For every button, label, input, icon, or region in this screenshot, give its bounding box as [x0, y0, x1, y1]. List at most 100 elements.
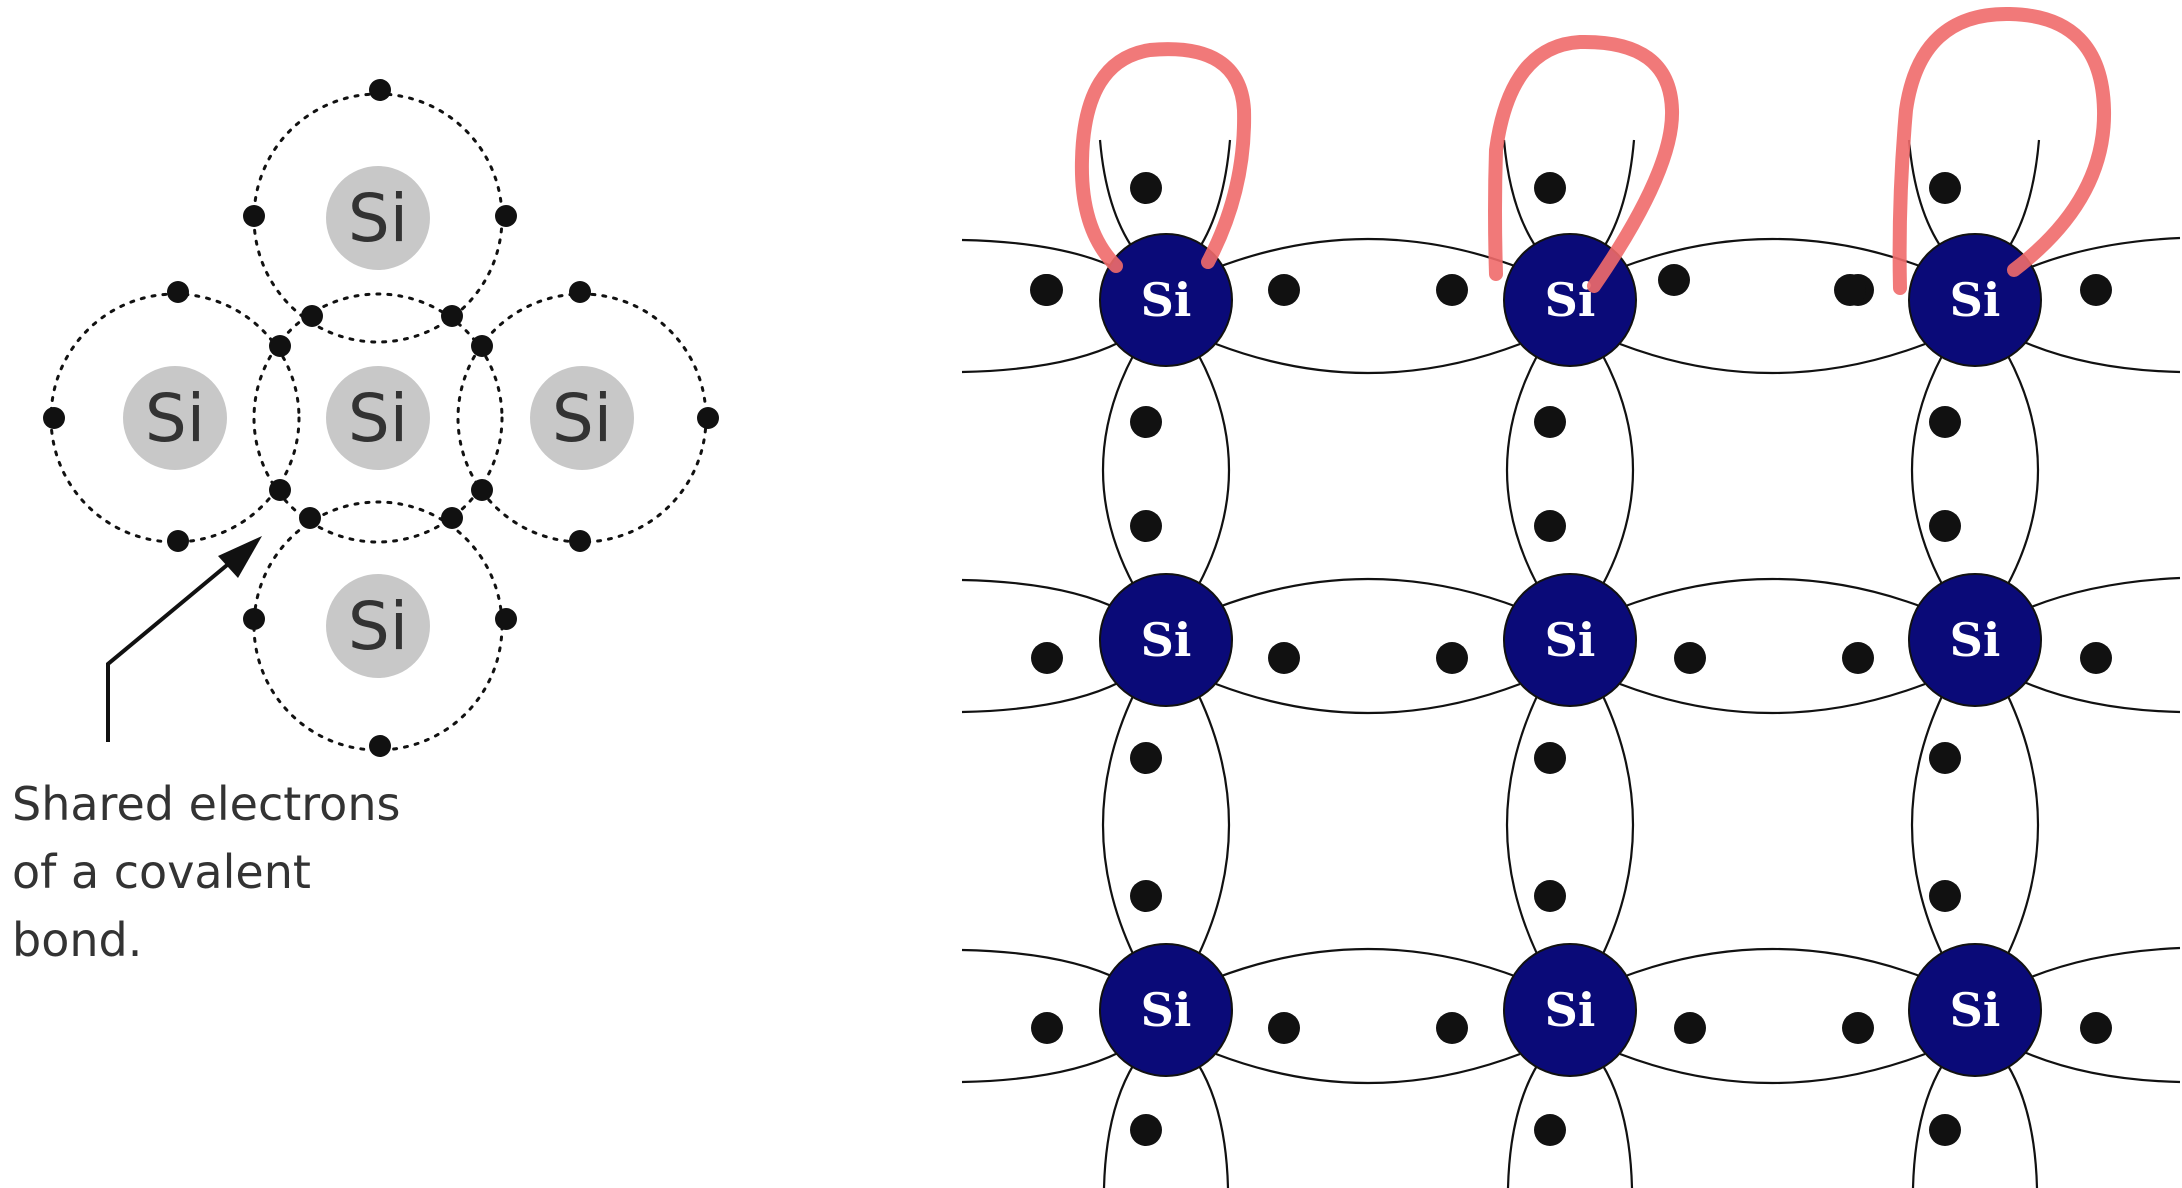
electron — [1130, 742, 1162, 774]
si-atom-label: Si — [552, 380, 612, 457]
bond-line — [2006, 139, 2041, 251]
electron — [1929, 742, 1961, 774]
electron — [1436, 274, 1468, 306]
si-atom-label: Si — [145, 380, 205, 457]
electron — [1929, 510, 1961, 542]
bond-line — [961, 1051, 1121, 1084]
bond-line — [1601, 1063, 1634, 1188]
bond-line — [961, 578, 1121, 611]
electron — [471, 335, 493, 357]
bond-line — [1502, 139, 1539, 251]
electron — [1031, 1012, 1063, 1044]
bond-line — [1197, 693, 1230, 957]
bond-line — [1505, 353, 1539, 587]
electron — [2080, 274, 2112, 306]
electron — [243, 608, 265, 630]
si-atom — [1908, 943, 2042, 1077]
electron — [1268, 642, 1300, 674]
si-atom-label: Si — [1950, 613, 2001, 667]
si-atom-label: Si — [348, 380, 408, 457]
electron — [2080, 642, 2112, 674]
bond-line — [1102, 1063, 1135, 1188]
bond-line — [2023, 680, 2181, 714]
bond-line — [2023, 576, 2181, 612]
electron — [301, 305, 323, 327]
electron — [1834, 274, 1866, 306]
electron — [269, 335, 291, 357]
electron — [167, 530, 189, 552]
electron — [1436, 642, 1468, 674]
arrow-line — [106, 544, 252, 742]
bond-line — [1619, 682, 1926, 715]
bond-line — [1098, 139, 1135, 251]
si-atom-label: Si — [348, 180, 408, 257]
bond-line — [1601, 353, 1635, 587]
electron — [1842, 642, 1874, 674]
electron — [1534, 172, 1566, 204]
bond-line — [1619, 1052, 1926, 1085]
bond-line — [2006, 693, 2039, 957]
bond-line — [2006, 1063, 2039, 1188]
si-atom — [530, 366, 634, 470]
bond-line — [1910, 353, 1944, 587]
electron — [1268, 1012, 1300, 1044]
si-atom-label: Si — [1141, 983, 1192, 1037]
bond-line — [1601, 693, 1634, 957]
bond-line — [2023, 236, 2181, 272]
caption-line: Shared electrons — [12, 777, 401, 831]
electron — [43, 407, 65, 429]
si-atom — [1503, 573, 1637, 707]
electron — [2080, 1012, 2112, 1044]
si-atom-label: Si — [1545, 273, 1596, 327]
bond-line — [1215, 577, 1521, 610]
electron — [1674, 642, 1706, 674]
si-atom-label: Si — [1950, 273, 2001, 327]
bond-line — [961, 681, 1121, 714]
bond-line — [1619, 237, 1926, 270]
electron — [167, 281, 189, 303]
bond-line — [1619, 577, 1926, 610]
electron — [1268, 274, 1300, 306]
electron — [1534, 406, 1566, 438]
electron — [697, 407, 719, 429]
electron — [1130, 172, 1162, 204]
electron — [569, 281, 591, 303]
electron — [369, 735, 391, 757]
bond-line — [1215, 342, 1521, 375]
si-atom-label: Si — [1950, 983, 2001, 1037]
electron — [1534, 1114, 1566, 1146]
si-atom-label: Si — [1141, 273, 1192, 327]
bond-line — [1197, 139, 1232, 251]
si-atom — [326, 574, 430, 678]
si-atom — [1099, 943, 1233, 1077]
electron — [495, 608, 517, 630]
electron — [1842, 1012, 1874, 1044]
si-atom — [326, 166, 430, 270]
electron — [1130, 880, 1162, 912]
si-atom — [1908, 573, 2042, 707]
si-atom — [326, 366, 430, 470]
bond-line — [1215, 237, 1521, 270]
electron — [1436, 1012, 1468, 1044]
caption-line: bond. — [12, 913, 143, 967]
bond-line — [1101, 353, 1135, 587]
bond-line — [961, 341, 1121, 374]
electron — [1674, 1012, 1706, 1044]
bond-line — [1215, 682, 1521, 715]
electron — [1030, 274, 1062, 306]
electron — [495, 205, 517, 227]
bond-line — [1911, 1063, 1944, 1188]
electron — [243, 205, 265, 227]
electron — [1929, 1114, 1961, 1146]
bond-line — [1215, 1052, 1521, 1085]
si-atom-label: Si — [1545, 983, 1596, 1037]
highlight-loop — [1488, 34, 1680, 293]
si-atom-label: Si — [348, 588, 408, 665]
si-atom-label: Si — [1545, 613, 1596, 667]
electron — [269, 479, 291, 501]
electron — [369, 79, 391, 101]
bond-line — [1601, 139, 1636, 251]
highlight-loop — [1074, 42, 1252, 273]
